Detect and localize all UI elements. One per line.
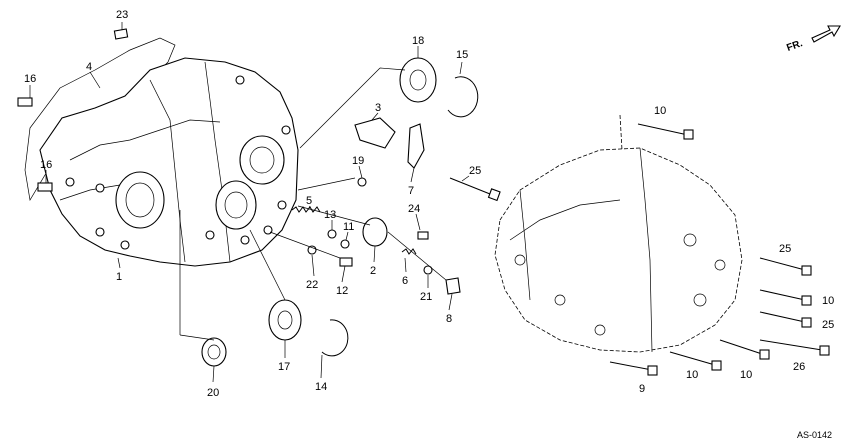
- callout-label: 19: [352, 155, 364, 167]
- bearing-18: [399, 57, 437, 103]
- clutch-housing: [494, 114, 743, 353]
- spring-5: [291, 206, 321, 213]
- callout-label: 16: [24, 73, 36, 85]
- callout-label: 26: [793, 361, 805, 373]
- snap-ring-15: [447, 76, 479, 118]
- transmission-housing: [24, 37, 299, 267]
- seal-20: [201, 337, 227, 367]
- callout-label: 3: [375, 102, 381, 114]
- plate-2: [362, 217, 388, 247]
- callout-label: 21: [420, 291, 432, 303]
- switch-8: [445, 277, 461, 295]
- callout-leaders: [29, 22, 470, 383]
- callout-label: 7: [408, 185, 414, 197]
- diagram-code: AS-0142: [797, 430, 832, 440]
- callout-label: 25: [779, 243, 791, 255]
- callout-label: 12: [336, 285, 348, 297]
- callout-label: 4: [86, 61, 92, 73]
- callout-label: 8: [446, 313, 452, 325]
- callout-label: 10: [822, 295, 834, 307]
- callout-label: 13: [324, 209, 336, 221]
- bracket-3: [354, 117, 396, 149]
- callout-label: 10: [740, 369, 752, 381]
- assembly-lines: [179, 67, 447, 341]
- callout-label: 22: [306, 279, 318, 291]
- callout-label: 24: [408, 203, 420, 215]
- lever-7: [407, 123, 425, 169]
- callout-label: 14: [315, 381, 327, 393]
- bolt-25-top: [449, 177, 501, 202]
- callout-label: 17: [278, 361, 290, 373]
- callout-label: 6: [402, 275, 408, 287]
- callout-label: 10: [686, 369, 698, 381]
- callout-label: 10: [654, 105, 666, 117]
- callout-label: 9: [639, 383, 645, 395]
- callout-label: 25: [469, 165, 481, 177]
- small-fasteners: [307, 177, 433, 275]
- callout-label: 23: [116, 9, 128, 21]
- snap-ring-14: [321, 319, 349, 357]
- front-arrow-icon: [811, 25, 841, 43]
- orientation-label: FR.: [785, 38, 804, 54]
- callout-label: 1: [116, 271, 122, 283]
- callout-label: 18: [412, 35, 424, 47]
- bearing-17: [268, 299, 302, 341]
- housing-bolts: [609, 123, 830, 376]
- callout-label: 16: [40, 159, 52, 171]
- callout-label: 25: [822, 319, 834, 331]
- callout-label: 20: [207, 387, 219, 399]
- callout-labels: 23 4 16 16 1 18 15 3 19 7 25 5 13 11 24 …: [24, 9, 834, 440]
- callout-label: 2: [370, 265, 376, 277]
- callout-label: 5: [306, 195, 312, 207]
- callout-label: 15: [456, 49, 468, 61]
- callout-label: 11: [343, 221, 354, 233]
- dowel-pins: [17, 28, 129, 192]
